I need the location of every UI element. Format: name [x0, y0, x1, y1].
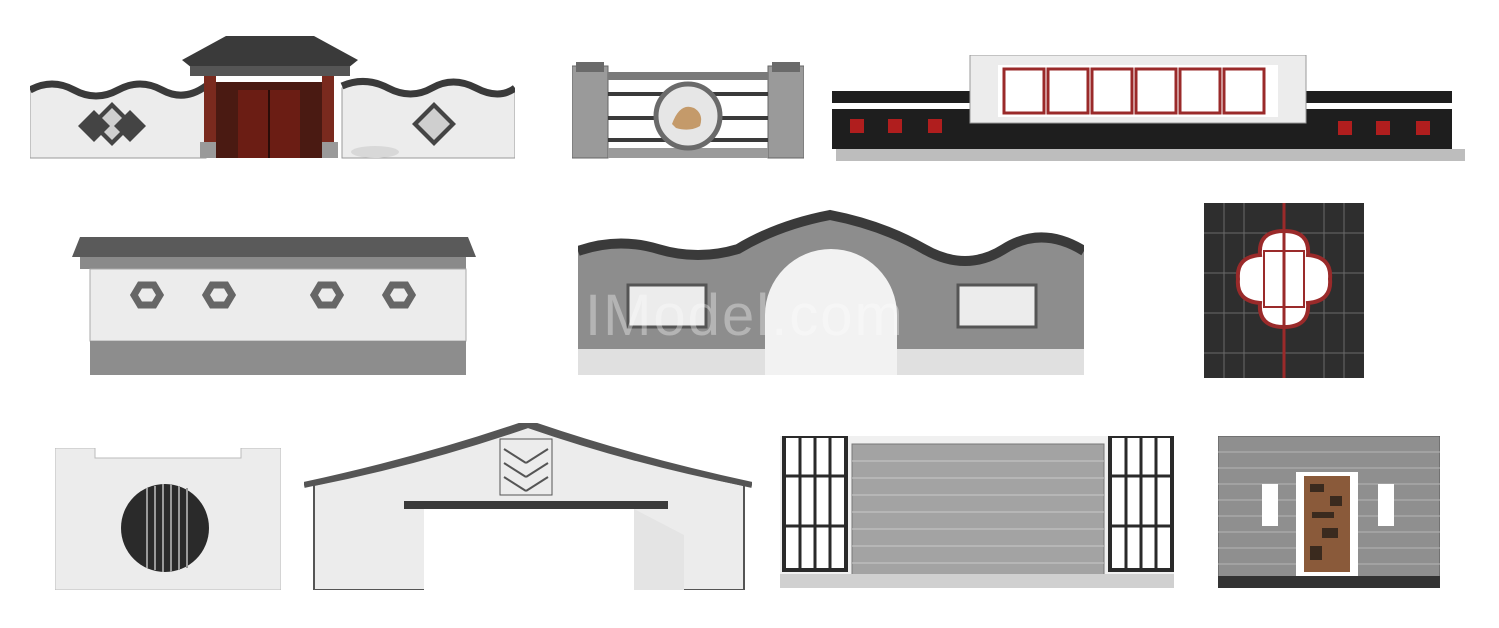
brick-wall-with-wood-relief	[1218, 436, 1440, 588]
lattice-screen-with-quatrefoil	[1204, 203, 1364, 378]
brick-panel-with-lattice-side-screens	[780, 436, 1174, 588]
moon-gate-wall	[578, 205, 1084, 375]
courtyard-gate-wall-drawing	[30, 36, 515, 159]
brick-post-railing-with-medallion	[572, 62, 804, 160]
left-diamond-window	[78, 102, 146, 146]
courtyard-gate-wall	[30, 30, 515, 162]
white-wall-with-round-grille	[55, 448, 281, 590]
right-diamond-window	[412, 102, 456, 146]
white-wall-with-hexagon-windows	[70, 233, 478, 377]
black-wall-with-red-lattice-panel	[832, 55, 1465, 161]
gable-wall-with-pergola-opening	[304, 423, 752, 590]
